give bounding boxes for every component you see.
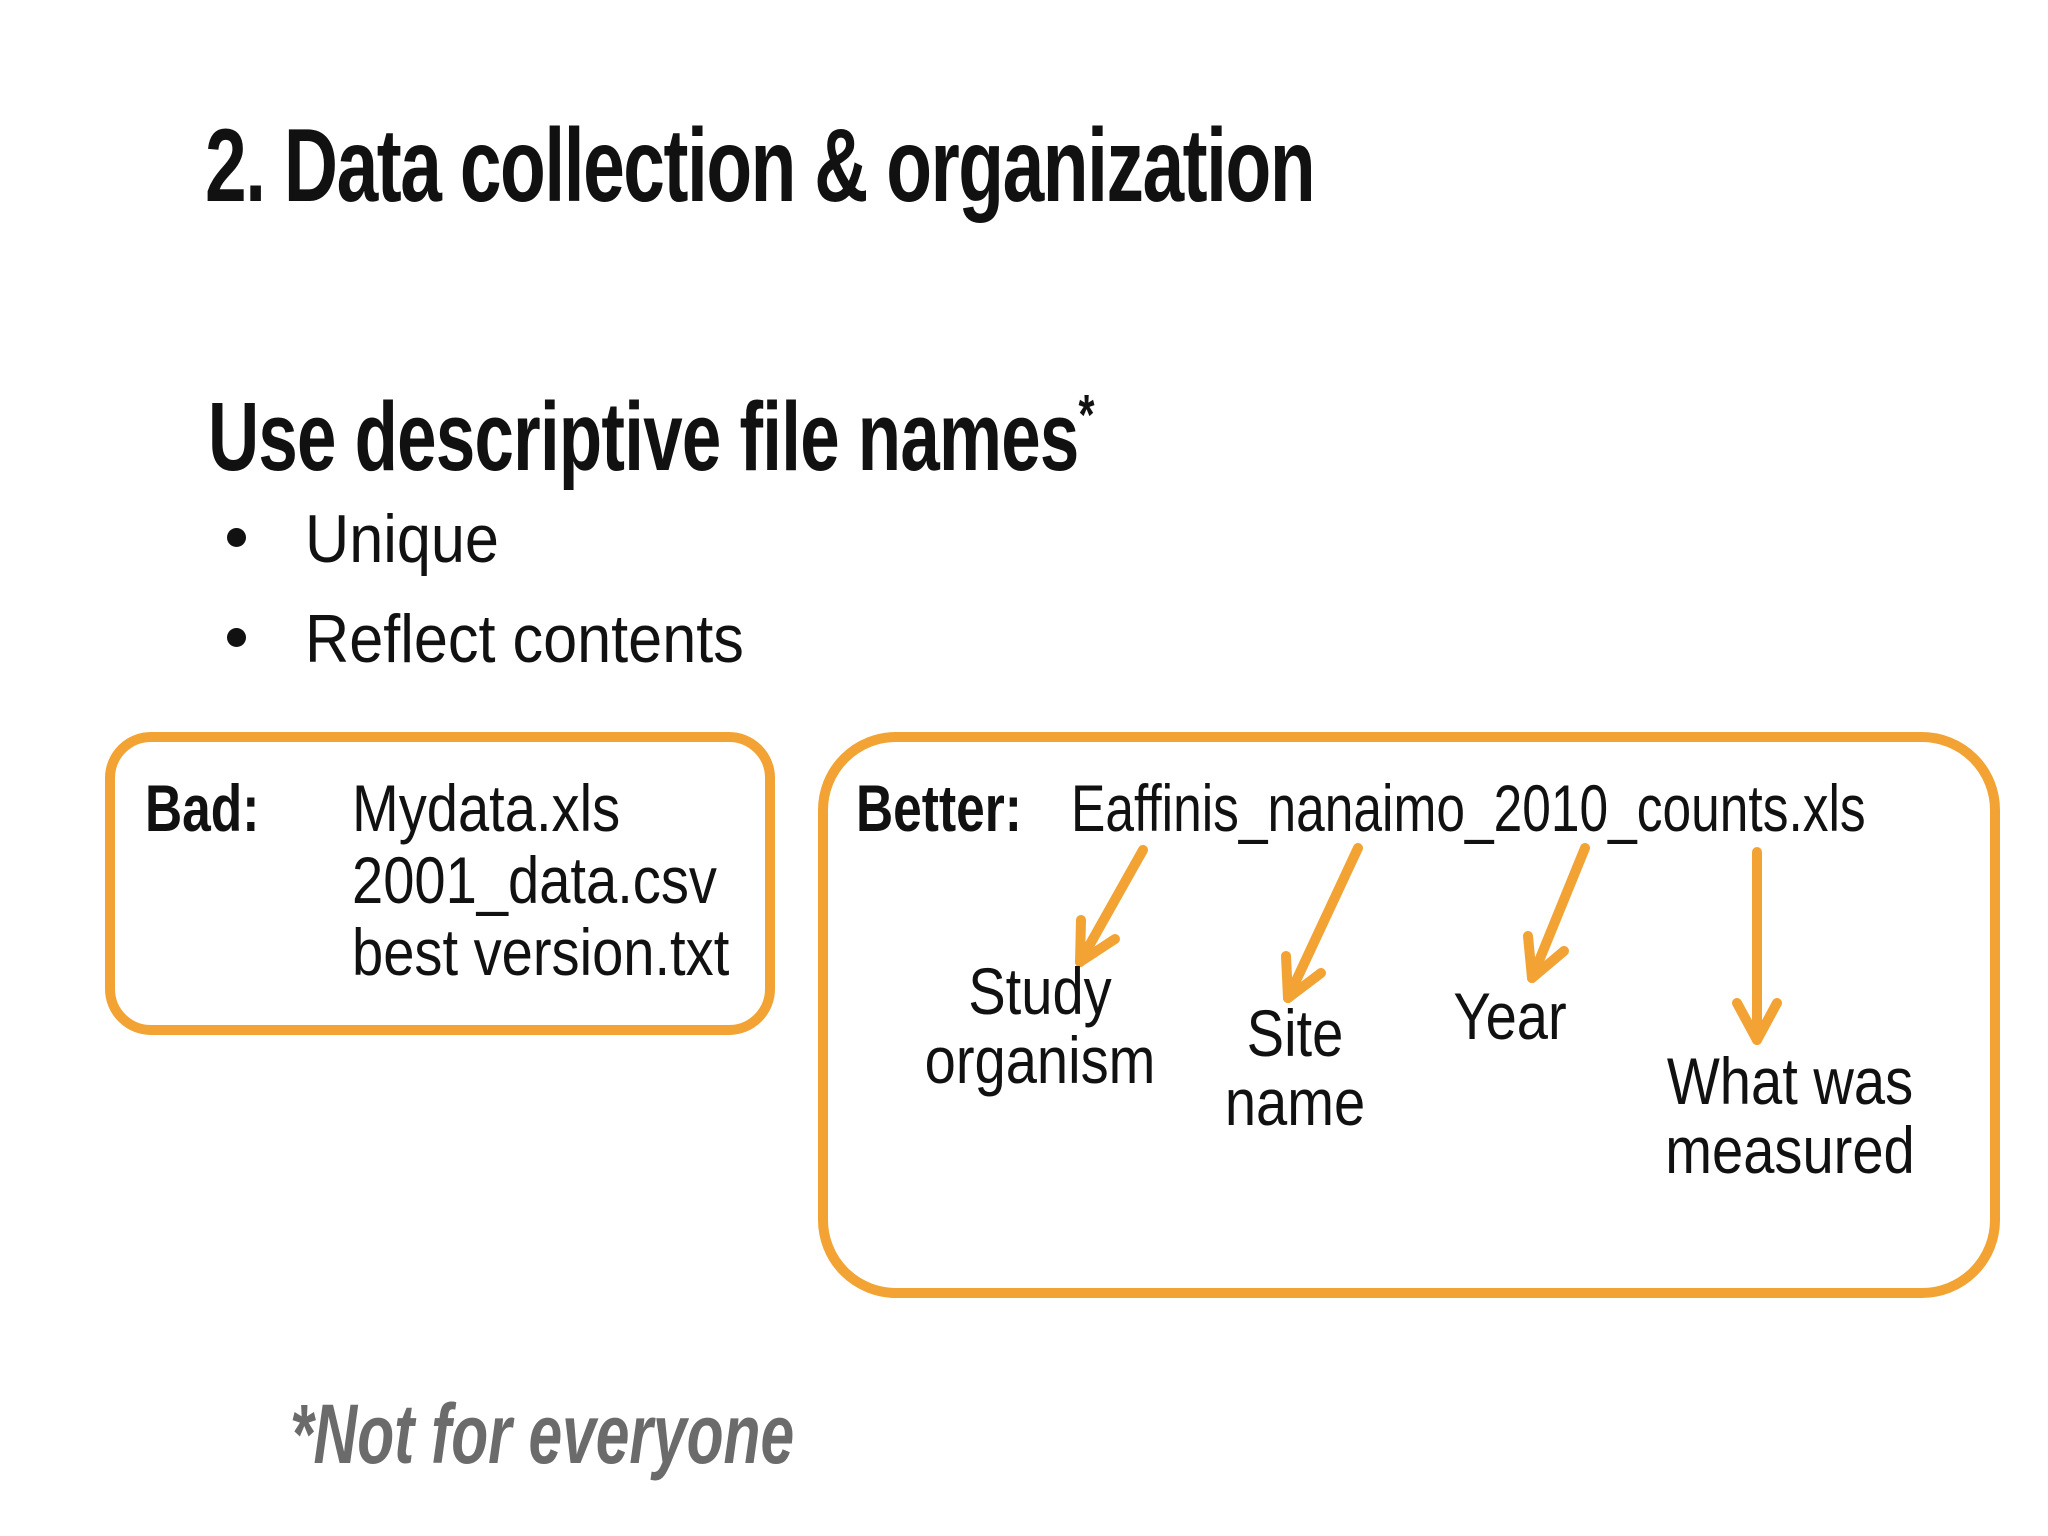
bullet-text: Unique (305, 501, 499, 577)
annotation-line: What was (1666, 1044, 1914, 1118)
bad-file-2: 2001_data.csv (352, 843, 717, 917)
better-filename: Eaffinis_nanaimo_2010_counts.xls (1071, 771, 1866, 845)
annotation-study-organism: Study organism (904, 957, 1176, 1095)
footnote: *Not for everyone (290, 1387, 795, 1481)
heading-asterisk: * (1078, 382, 1095, 446)
annotation-line: organism (924, 1023, 1156, 1097)
bullet-dot-icon (227, 628, 246, 647)
bullet-dot-icon (227, 528, 246, 547)
better-example-box: Better: Eaffinis_nanaimo_2010_counts.xls (818, 732, 2000, 1298)
annotation-line: name (1224, 1065, 1366, 1139)
annotation-site-name: Site name (1185, 999, 1406, 1137)
slide-title: 2. Data collection & organization (205, 108, 1316, 224)
bullet-item: Reflect contents (227, 600, 793, 678)
annotation-line: measured (1665, 1113, 1915, 1187)
bad-file-list: Mydata.xls 2001_data.csv best version.tx… (352, 772, 729, 988)
annotation-what-was-measured: What was measured (1646, 1047, 1935, 1185)
bad-label: Bad: (145, 771, 260, 845)
bad-file-1: Mydata.xls (352, 771, 621, 845)
section-heading: Use descriptive file names* (208, 382, 1095, 488)
bullet-item: Unique (227, 500, 521, 578)
annotation-line: Year (1453, 979, 1567, 1053)
bullet-text: Reflect contents (305, 601, 744, 677)
bad-file-3: best version.txt (352, 915, 730, 989)
annotation-line: Site (1246, 996, 1344, 1070)
annotation-year: Year (1417, 982, 1604, 1051)
bad-examples-box: Bad: Mydata.xls 2001_data.csv best versi… (105, 732, 775, 1035)
section-heading-text: Use descriptive file names (208, 382, 1079, 491)
better-label: Better: (856, 771, 1022, 845)
annotation-line: Study (968, 954, 1112, 1028)
